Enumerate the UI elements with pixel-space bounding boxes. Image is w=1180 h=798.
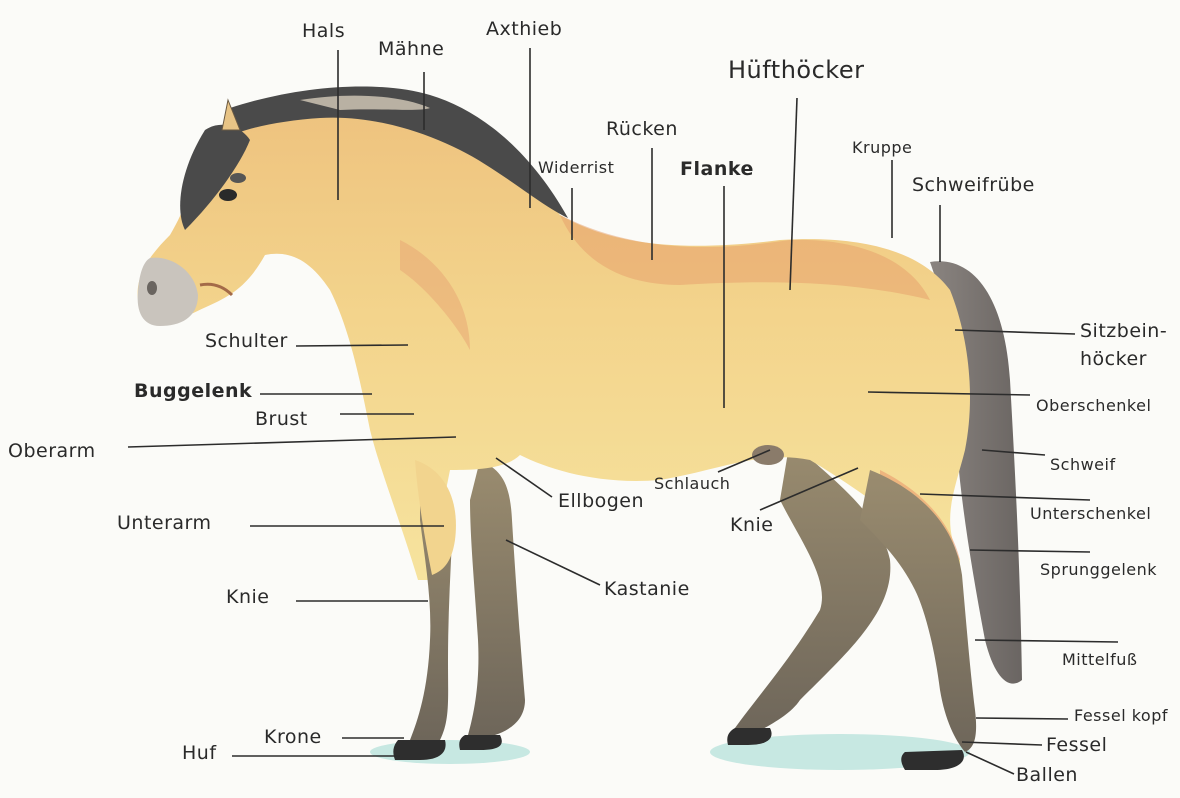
leader-kastanie <box>506 540 600 585</box>
nostril <box>147 281 157 295</box>
label-widerrist: Widerrist <box>538 158 614 177</box>
hoof-hind-near <box>901 750 964 770</box>
label-ballen: Ballen <box>1016 764 1078 786</box>
label-oberarm: Oberarm <box>8 440 96 462</box>
label-schweif: Schweif <box>1050 455 1116 474</box>
eye <box>219 189 237 201</box>
label-ellbogen: Ellbogen <box>558 490 644 512</box>
label-krone: Krone <box>264 726 322 748</box>
label-sprunggelenk: Sprunggelenk <box>1040 560 1157 579</box>
hoof-front-far <box>459 735 502 750</box>
far-front-leg <box>468 460 525 735</box>
label-ruecken: Rücken <box>606 118 678 140</box>
label-fesselkopf: Fessel kopf <box>1074 706 1168 725</box>
leader-fesselkopf <box>976 718 1068 719</box>
label-axthieb: Axthieb <box>486 18 562 40</box>
eye-marking <box>230 173 246 183</box>
label-schweifruebe: Schweifrübe <box>912 174 1035 196</box>
label-oberschenkel: Oberschenkel <box>1036 396 1151 415</box>
label-hals: Hals <box>302 20 345 42</box>
label-knie-front: Knie <box>226 586 269 608</box>
label-kruppe: Kruppe <box>852 138 912 157</box>
label-huf: Huf <box>182 742 217 764</box>
label-knie-hind: Knie <box>730 514 773 536</box>
label-brust: Brust <box>255 408 308 430</box>
leader-fessel <box>962 742 1042 745</box>
label-flanke: Flanke <box>680 158 754 180</box>
label-huefthoecker: Hüfthöcker <box>728 56 864 84</box>
label-unterarm: Unterarm <box>117 512 212 534</box>
label-maehne: Mähne <box>378 38 444 60</box>
label-sitzbein-1: Sitzbein- <box>1080 320 1167 342</box>
label-mittelfuss: Mittelfuß <box>1062 650 1137 669</box>
label-schlauch: Schlauch <box>654 474 730 493</box>
label-unterschenkel: Unterschenkel <box>1030 504 1151 523</box>
label-sitzbein-2: höcker <box>1080 348 1147 370</box>
label-buggelenk: Buggelenk <box>134 380 252 402</box>
label-kastanie: Kastanie <box>604 578 690 600</box>
label-fessel: Fessel <box>1046 734 1107 756</box>
label-schulter: Schulter <box>205 330 288 352</box>
leader-schulter <box>296 345 408 346</box>
leader-ballen <box>966 752 1014 774</box>
